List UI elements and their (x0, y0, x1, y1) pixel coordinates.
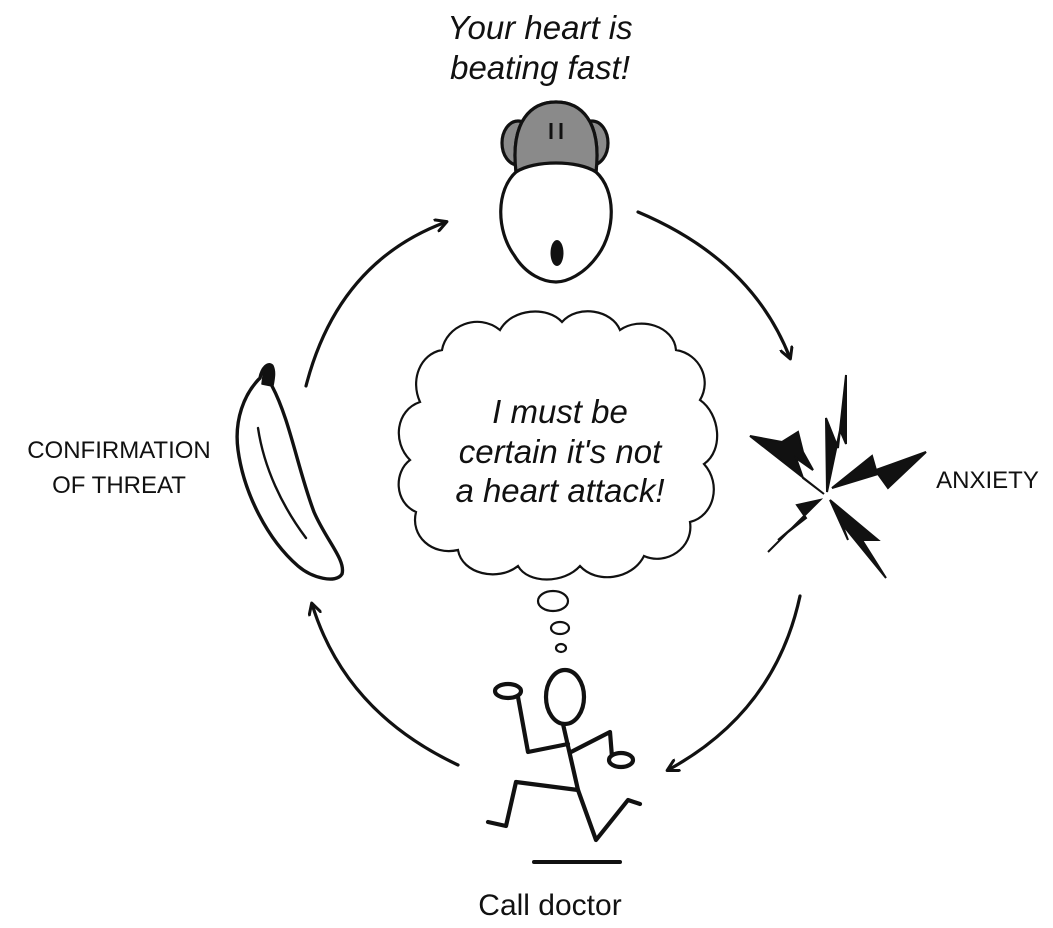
banana-icon (235, 363, 345, 581)
top-caption-line-2: beating fast! (450, 48, 630, 86)
top-caption: Your heart is beating fast! (410, 8, 670, 87)
top-caption-line-1: Your heart is (447, 9, 633, 46)
thought-text: I must be certain it's not a heart attac… (405, 392, 715, 511)
thought-line-3: a heart attack! (455, 472, 665, 510)
left-label-line-1: CONFIRMATION (27, 437, 211, 464)
thought-line-1: I must be (492, 393, 628, 430)
arrow-bottom-to-left (312, 604, 460, 767)
thought-line-2: certain it's not (458, 432, 662, 470)
cycle-arrows (304, 210, 802, 770)
confirmation-of-threat-label: CONFIRMATION OF THREAT (4, 434, 234, 504)
lightning-burst-icon (749, 374, 927, 579)
anxiety-label: ANXIETY (936, 467, 1039, 494)
monkey-face-icon (499, 100, 613, 284)
call-doctor-label: Call doctor (478, 889, 622, 922)
arrow-right-to-bottom (668, 594, 802, 770)
left-label-line-2: OF THREAT (52, 471, 186, 499)
thought-cloud (397, 310, 719, 654)
running-stick-figure-icon (485, 667, 643, 864)
arrow-top-to-right (636, 210, 790, 358)
arrow-left-to-top (304, 222, 446, 388)
